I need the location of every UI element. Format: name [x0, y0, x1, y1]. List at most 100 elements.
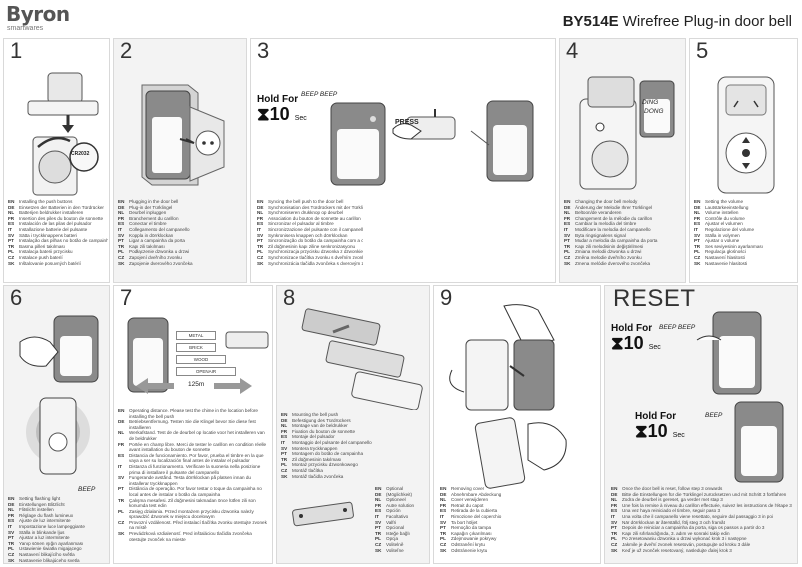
product-name: Wirefree Plug-in door bell — [618, 13, 792, 30]
step-number: 1 — [10, 38, 23, 63]
step-number: 8 — [283, 285, 296, 310]
battery-type-label: CR2032 — [71, 151, 90, 157]
melody-button-illustration — [579, 76, 675, 190]
door-bell-chime-illustration — [330, 102, 386, 186]
range-chime-illustration — [127, 317, 169, 393]
synced-chime-illustration — [470, 100, 534, 182]
distance-label: 125m — [188, 381, 205, 388]
document-title: BY514E Wirefree Plug-in door bell — [563, 13, 792, 30]
mounting-illustration — [301, 308, 423, 410]
step-number: 6 — [10, 285, 23, 310]
step-number: 4 — [566, 38, 579, 63]
hourglass-icon: ⧗ — [257, 104, 270, 124]
beep-callout: BEEP BEEP — [301, 91, 338, 98]
step-number: 7 — [120, 285, 133, 310]
reset-title: RESET — [613, 285, 696, 312]
reset-hold-timer-1: Hold For ⧗10 Sec — [611, 323, 661, 353]
material-label-openair: OPENAIR — [176, 367, 236, 376]
range-push-illustration — [225, 331, 269, 349]
hold-timer-label: Hold For ⧗10 Sec — [257, 94, 307, 124]
material-label-brick: BRICK — [176, 343, 216, 352]
material-label-wood: WOOD — [176, 355, 226, 364]
adhesive-mount-illustration — [292, 501, 354, 527]
reset-beep-callout: BEEP — [705, 412, 723, 419]
reset-beep-beep-callout: BEEP BEEP — [659, 324, 696, 331]
reset-hold-timer-2: Hold For ⧗10 Sec — [635, 411, 685, 441]
brand-sub: smartwares — [7, 25, 44, 32]
